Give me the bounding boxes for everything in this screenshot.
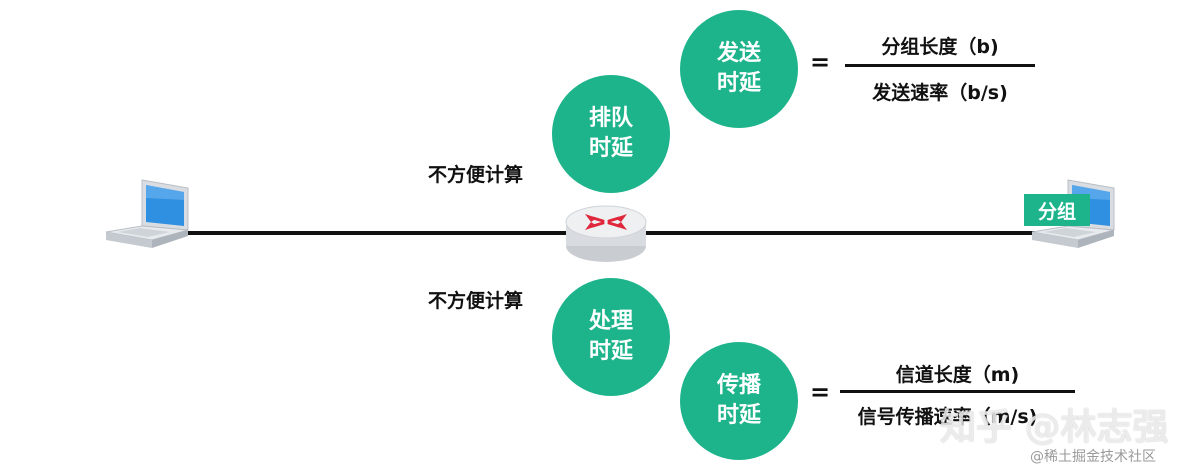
formula-denominator: 发送速率（b/s) — [872, 82, 1008, 104]
left-laptop-icon — [104, 178, 194, 266]
bubble-text-line: 时延 — [588, 339, 633, 364]
transmission-delay-bubble: 发送 时延 — [680, 10, 798, 128]
propagation-delay-formula: = 信道长度（m) 信号传播速率（m/s) — [805, 356, 1085, 436]
bubble-text-line: 时延 — [588, 136, 633, 161]
overlay-watermark: 知乎 @林志强 — [940, 407, 1169, 448]
fraction-bar — [840, 390, 1075, 393]
link-router-to-host — [645, 231, 1040, 235]
queuing-note: 不方便计算 — [428, 164, 524, 186]
processing-delay-bubble: 处理 时延 — [552, 278, 670, 396]
packet-label: 分组 — [1024, 194, 1090, 226]
bubble-text-line: 传播 — [716, 373, 761, 398]
formula-numerator: 分组长度（b) — [881, 36, 999, 58]
bubble-text-line: 时延 — [716, 403, 761, 428]
router-icon — [563, 196, 649, 270]
formula-denominator: 信号传播速率（m/s) — [857, 406, 1038, 428]
propagation-delay-bubble: 传播 时延 — [680, 342, 798, 460]
bubble-text-line: 时延 — [716, 71, 761, 96]
queuing-delay-bubble: 排队 时延 — [552, 75, 670, 193]
processing-note: 不方便计算 — [428, 290, 524, 312]
fraction-bar — [845, 64, 1035, 67]
bubble-text-line: 发送 — [716, 41, 761, 66]
footer-watermark: @稀土掘金技术社区 — [1030, 449, 1156, 465]
bubble-text-line: 处理 — [588, 309, 633, 334]
formula-numerator: 信道长度（m) — [895, 364, 1020, 386]
transmission-delay-formula: = 分组长度（b) 发送速率（b/s) — [805, 28, 1045, 108]
link-host-to-router — [185, 231, 580, 235]
equals-sign: = — [810, 378, 831, 406]
bubble-text-line: 排队 — [588, 106, 633, 131]
equals-sign: = — [810, 48, 831, 76]
